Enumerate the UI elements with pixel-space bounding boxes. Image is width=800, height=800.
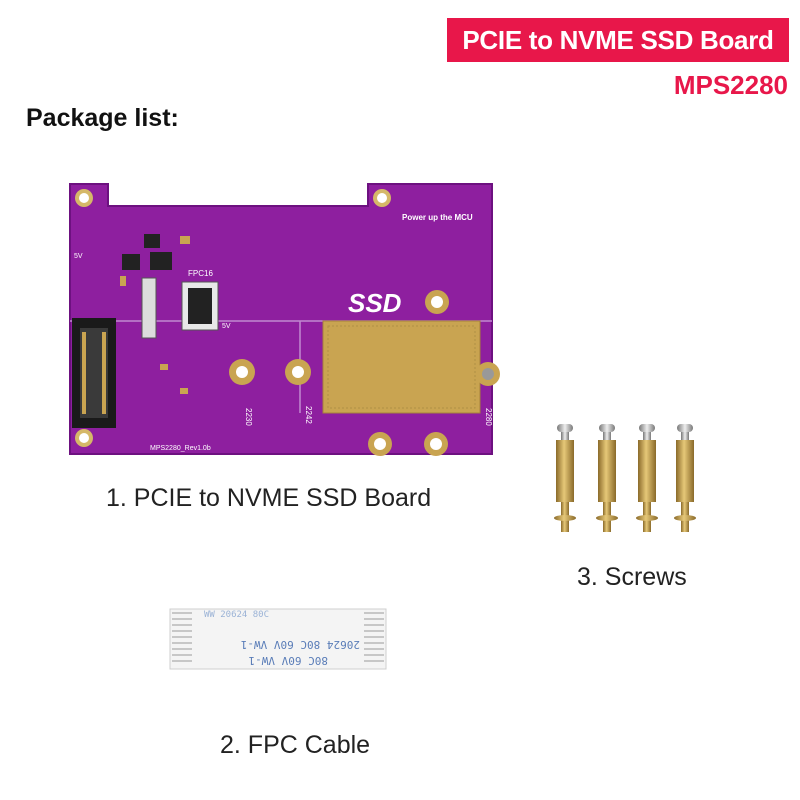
screw-3 — [636, 424, 658, 532]
ssd-pad-area — [322, 320, 481, 414]
size-2280: 2280 — [484, 408, 493, 426]
voltage-label-2: 5V — [222, 323, 231, 330]
screw-2 — [596, 424, 618, 532]
size-2242: 2242 — [304, 406, 313, 424]
caption-fpc-cable: 2. FPC Cable — [220, 731, 371, 759]
ssd-label: SSD — [348, 288, 402, 318]
caption-screws: 3. Screws — [577, 563, 687, 591]
fpc-cable-image: 20624 80C 60V VW-1 80C 60V VW-1 WW 20624… — [169, 608, 387, 670]
caption-ssd-board: 1. PCIE to NVME SSD Board — [106, 484, 432, 512]
size-2230: 2230 — [244, 408, 253, 426]
screws-image — [554, 424, 696, 532]
model-number: MPS2280 — [673, 70, 788, 100]
package-list-heading: Package list: — [26, 104, 179, 132]
voltage-label: 5V — [74, 253, 83, 260]
ssd-board-image: SSD Power up the MCU FPC16 MPS2280_Rev1.… — [69, 183, 500, 456]
cable-print-row3: WW 20624 80C — [204, 610, 269, 620]
screw-1 — [554, 424, 576, 532]
cable-print-row2: 80C 60V VW-1 — [249, 654, 328, 667]
cable-print-row1: 20624 80C 60V VW-1 — [241, 638, 360, 651]
rev-label: MPS2280_Rev1.0b — [150, 445, 211, 452]
screw-4 — [674, 424, 696, 532]
fpc-label: FPC16 — [188, 269, 213, 278]
power-label: Power up the MCU — [402, 213, 473, 222]
product-title-banner: PCIE to NVME SSD Board — [447, 18, 789, 62]
